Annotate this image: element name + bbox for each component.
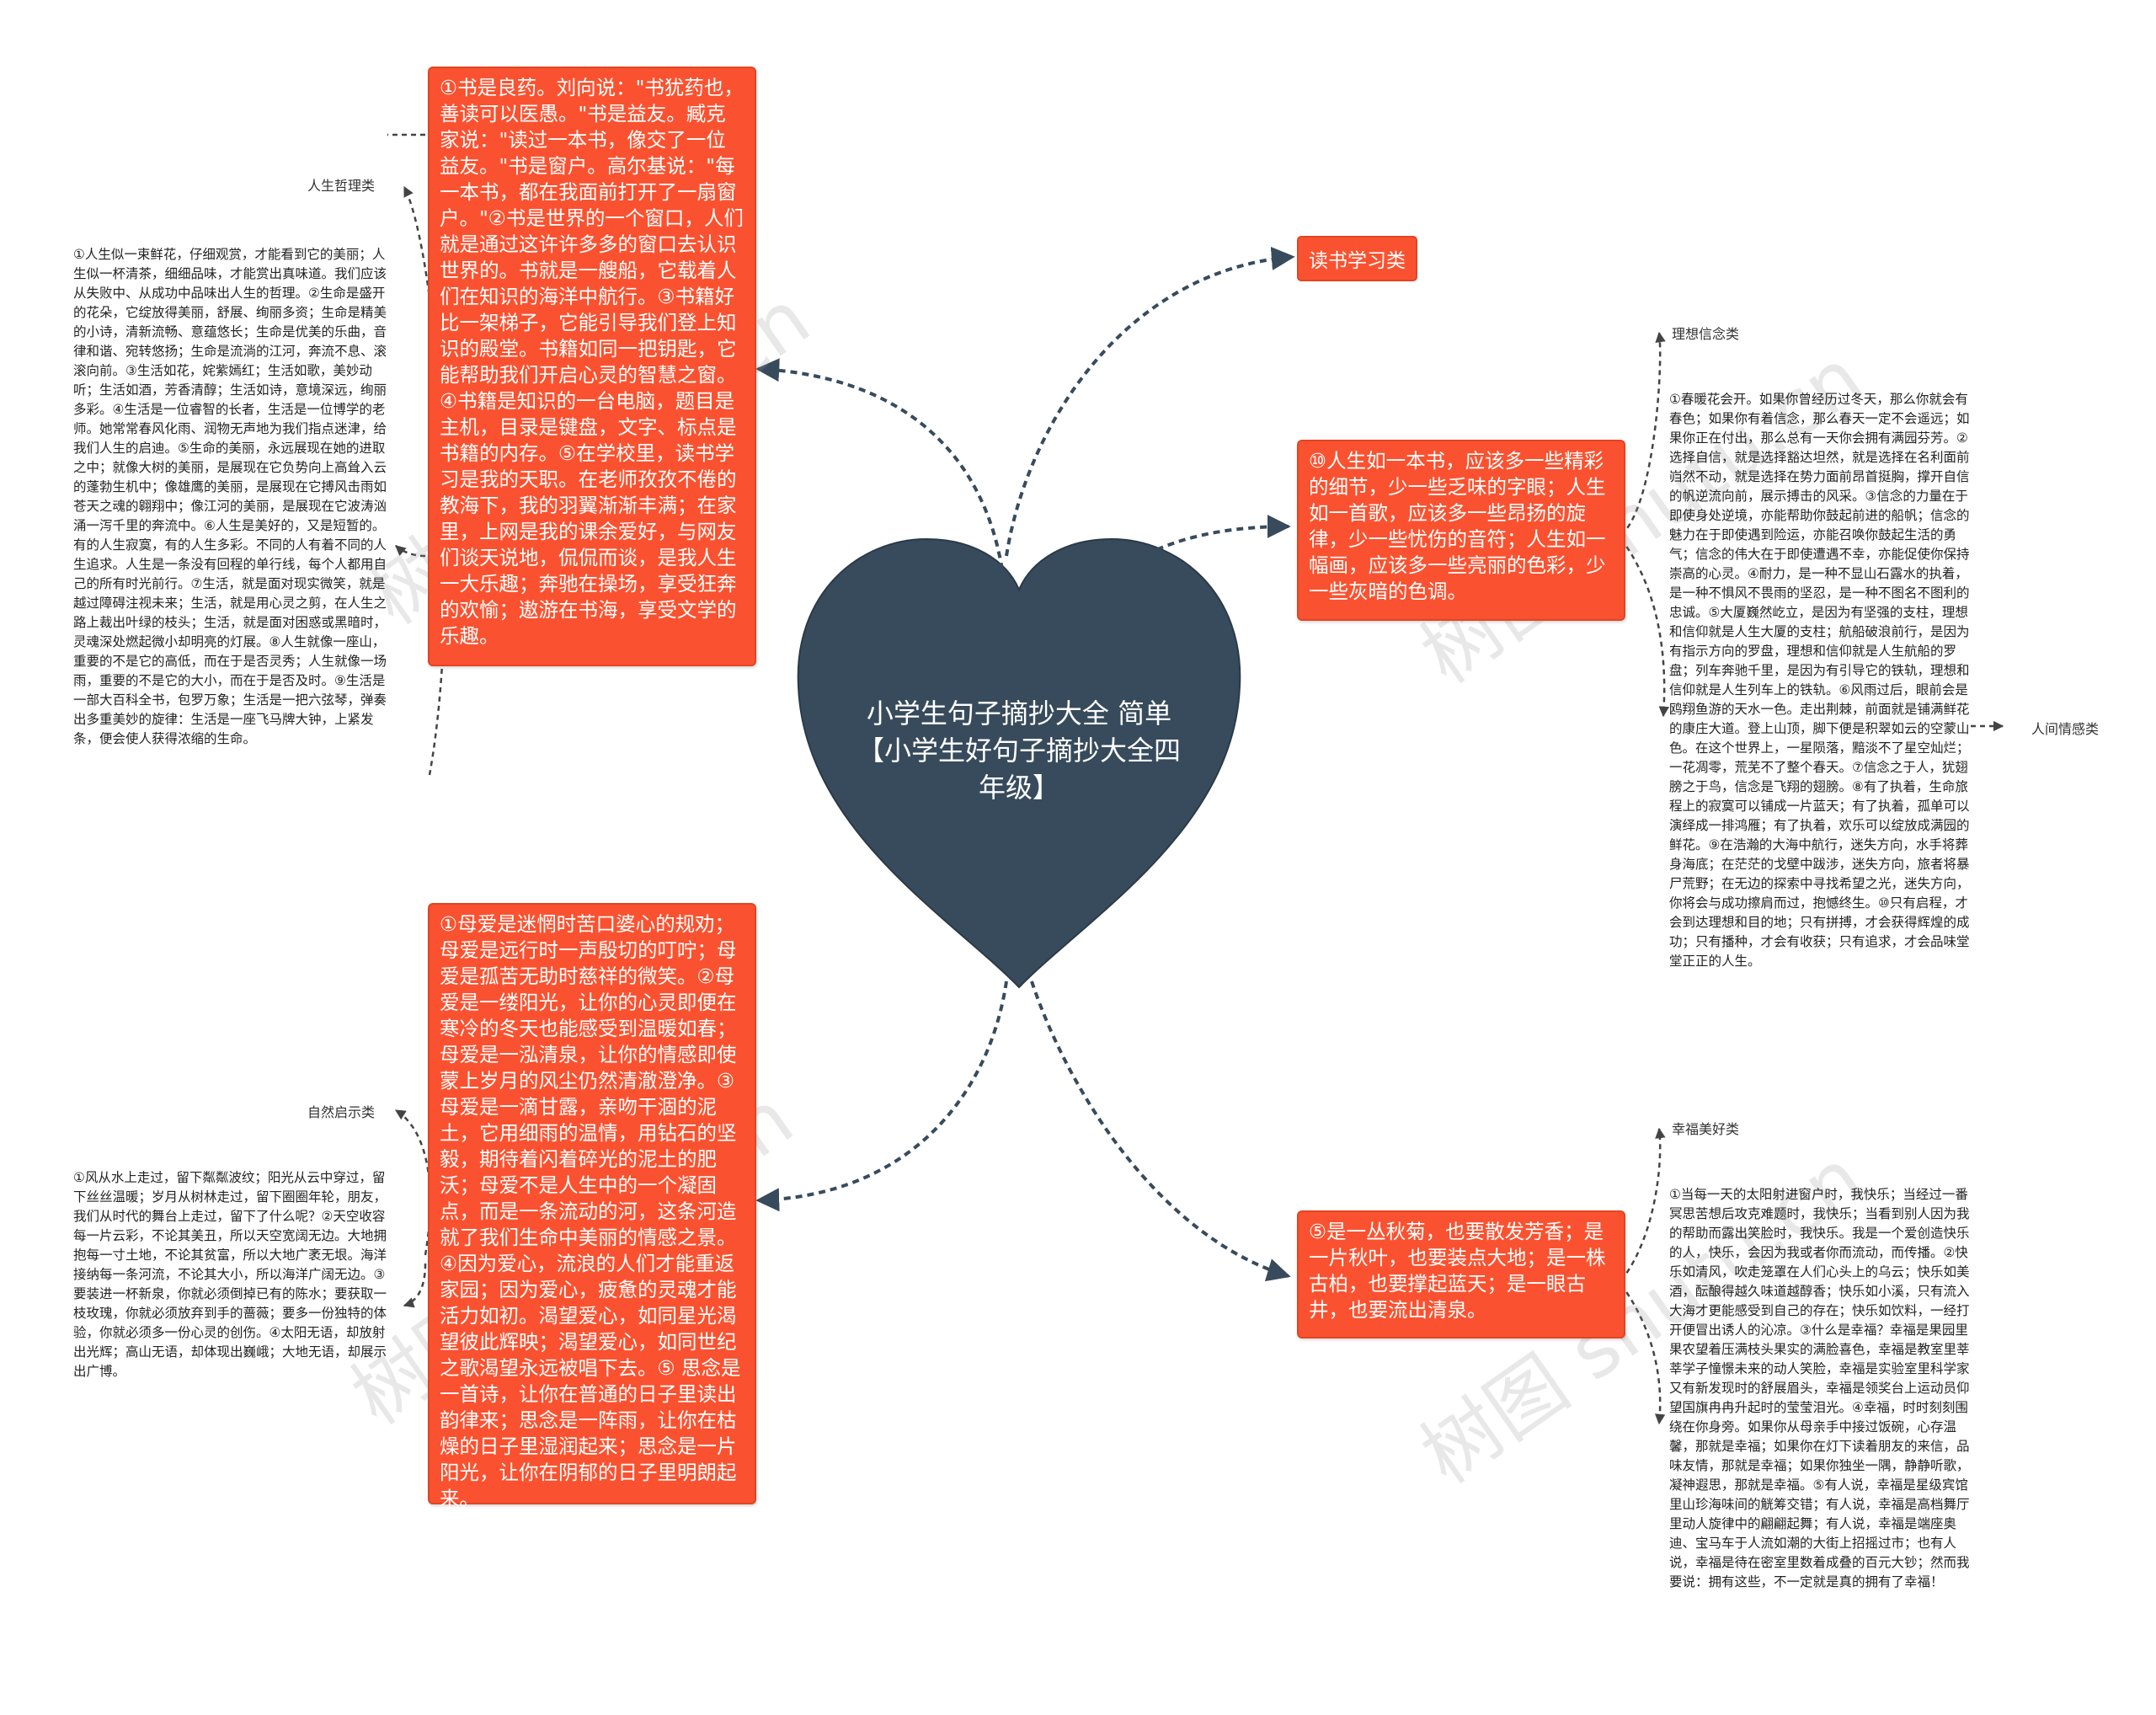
label-nature[interactable]: 自然启示类 xyxy=(307,1104,376,1120)
node-mother-text[interactable]: ①母爱是迷惘时苦口婆心的规劝；母爱是远行时一声殷切的叮咛；母爱是孤苦无助时慈祥的… xyxy=(428,903,756,1510)
link-ideal-text xyxy=(1620,538,1670,718)
label-philosophy[interactable]: 人生哲理类 xyxy=(307,178,376,194)
center-heart-shape xyxy=(797,537,1241,989)
node-chrysanthemum[interactable]: ⑤是一丛秋菊，也要散发芳香；是一片秋叶，也要装点大地；是一株古柏，也要撑起蓝天；… xyxy=(1297,1210,1625,1338)
node-life-book[interactable]: ⑩人生如一本书，应该多一些精彩的细节，少一些乏味的字眼；人生如一首歌，应该多一些… xyxy=(1297,440,1625,621)
link-nature-text xyxy=(403,1263,427,1308)
link-happiness xyxy=(1620,1127,1666,1281)
link-happiness-text xyxy=(1620,1284,1666,1425)
text-nature: ①风从水上走过，留下粼粼波纹；阳光从云中穿过，留下丝丝温暖；岁月从树林走过，留下… xyxy=(73,1170,387,1379)
text-philosophy: ①人生似一束鲜花，仔细观赏，才能看到它的美丽；人生似一杯清茶，细细品味，才能赏出… xyxy=(73,247,387,746)
link-philosophy-text xyxy=(395,545,426,558)
node-reading-text[interactable]: ①书是良药。刘向说："书犹药也，善读可以医愚。"书是益友。臧克家说："读过一本书… xyxy=(428,67,756,666)
link-reading-tag xyxy=(1005,246,1295,557)
node-reading-tag[interactable]: 读书学习类 xyxy=(1297,236,1417,281)
link-mother xyxy=(755,980,1008,1212)
label-ideal[interactable]: 理想信念类 xyxy=(1672,326,1740,342)
link-life-book xyxy=(1114,515,1291,574)
link-chrysanthemum xyxy=(1030,980,1291,1282)
link-reading-text xyxy=(755,358,1006,582)
label-emotion[interactable]: 人间情感类 xyxy=(2031,721,2100,737)
label-happiness[interactable]: 幸福美好类 xyxy=(1672,1121,1740,1137)
link-nature xyxy=(394,1109,431,1256)
center-title[interactable]: 小学生句子摘抄大全 简单【小学生好句子摘抄大全四年级】 xyxy=(857,697,1181,804)
link-philosophy xyxy=(387,133,447,776)
link-ideal xyxy=(1620,331,1666,536)
text-ideal: ①春暖花会开。如果你曾经历过冬天，那么你就会有春色；如果你有着信念，那么春天一定… xyxy=(1669,392,1970,969)
text-happiness: ①当每一天的太阳射进窗户时，我快乐；当经过一番冥思苦想后攻克难题时，我快乐；当看… xyxy=(1669,1187,1970,1589)
